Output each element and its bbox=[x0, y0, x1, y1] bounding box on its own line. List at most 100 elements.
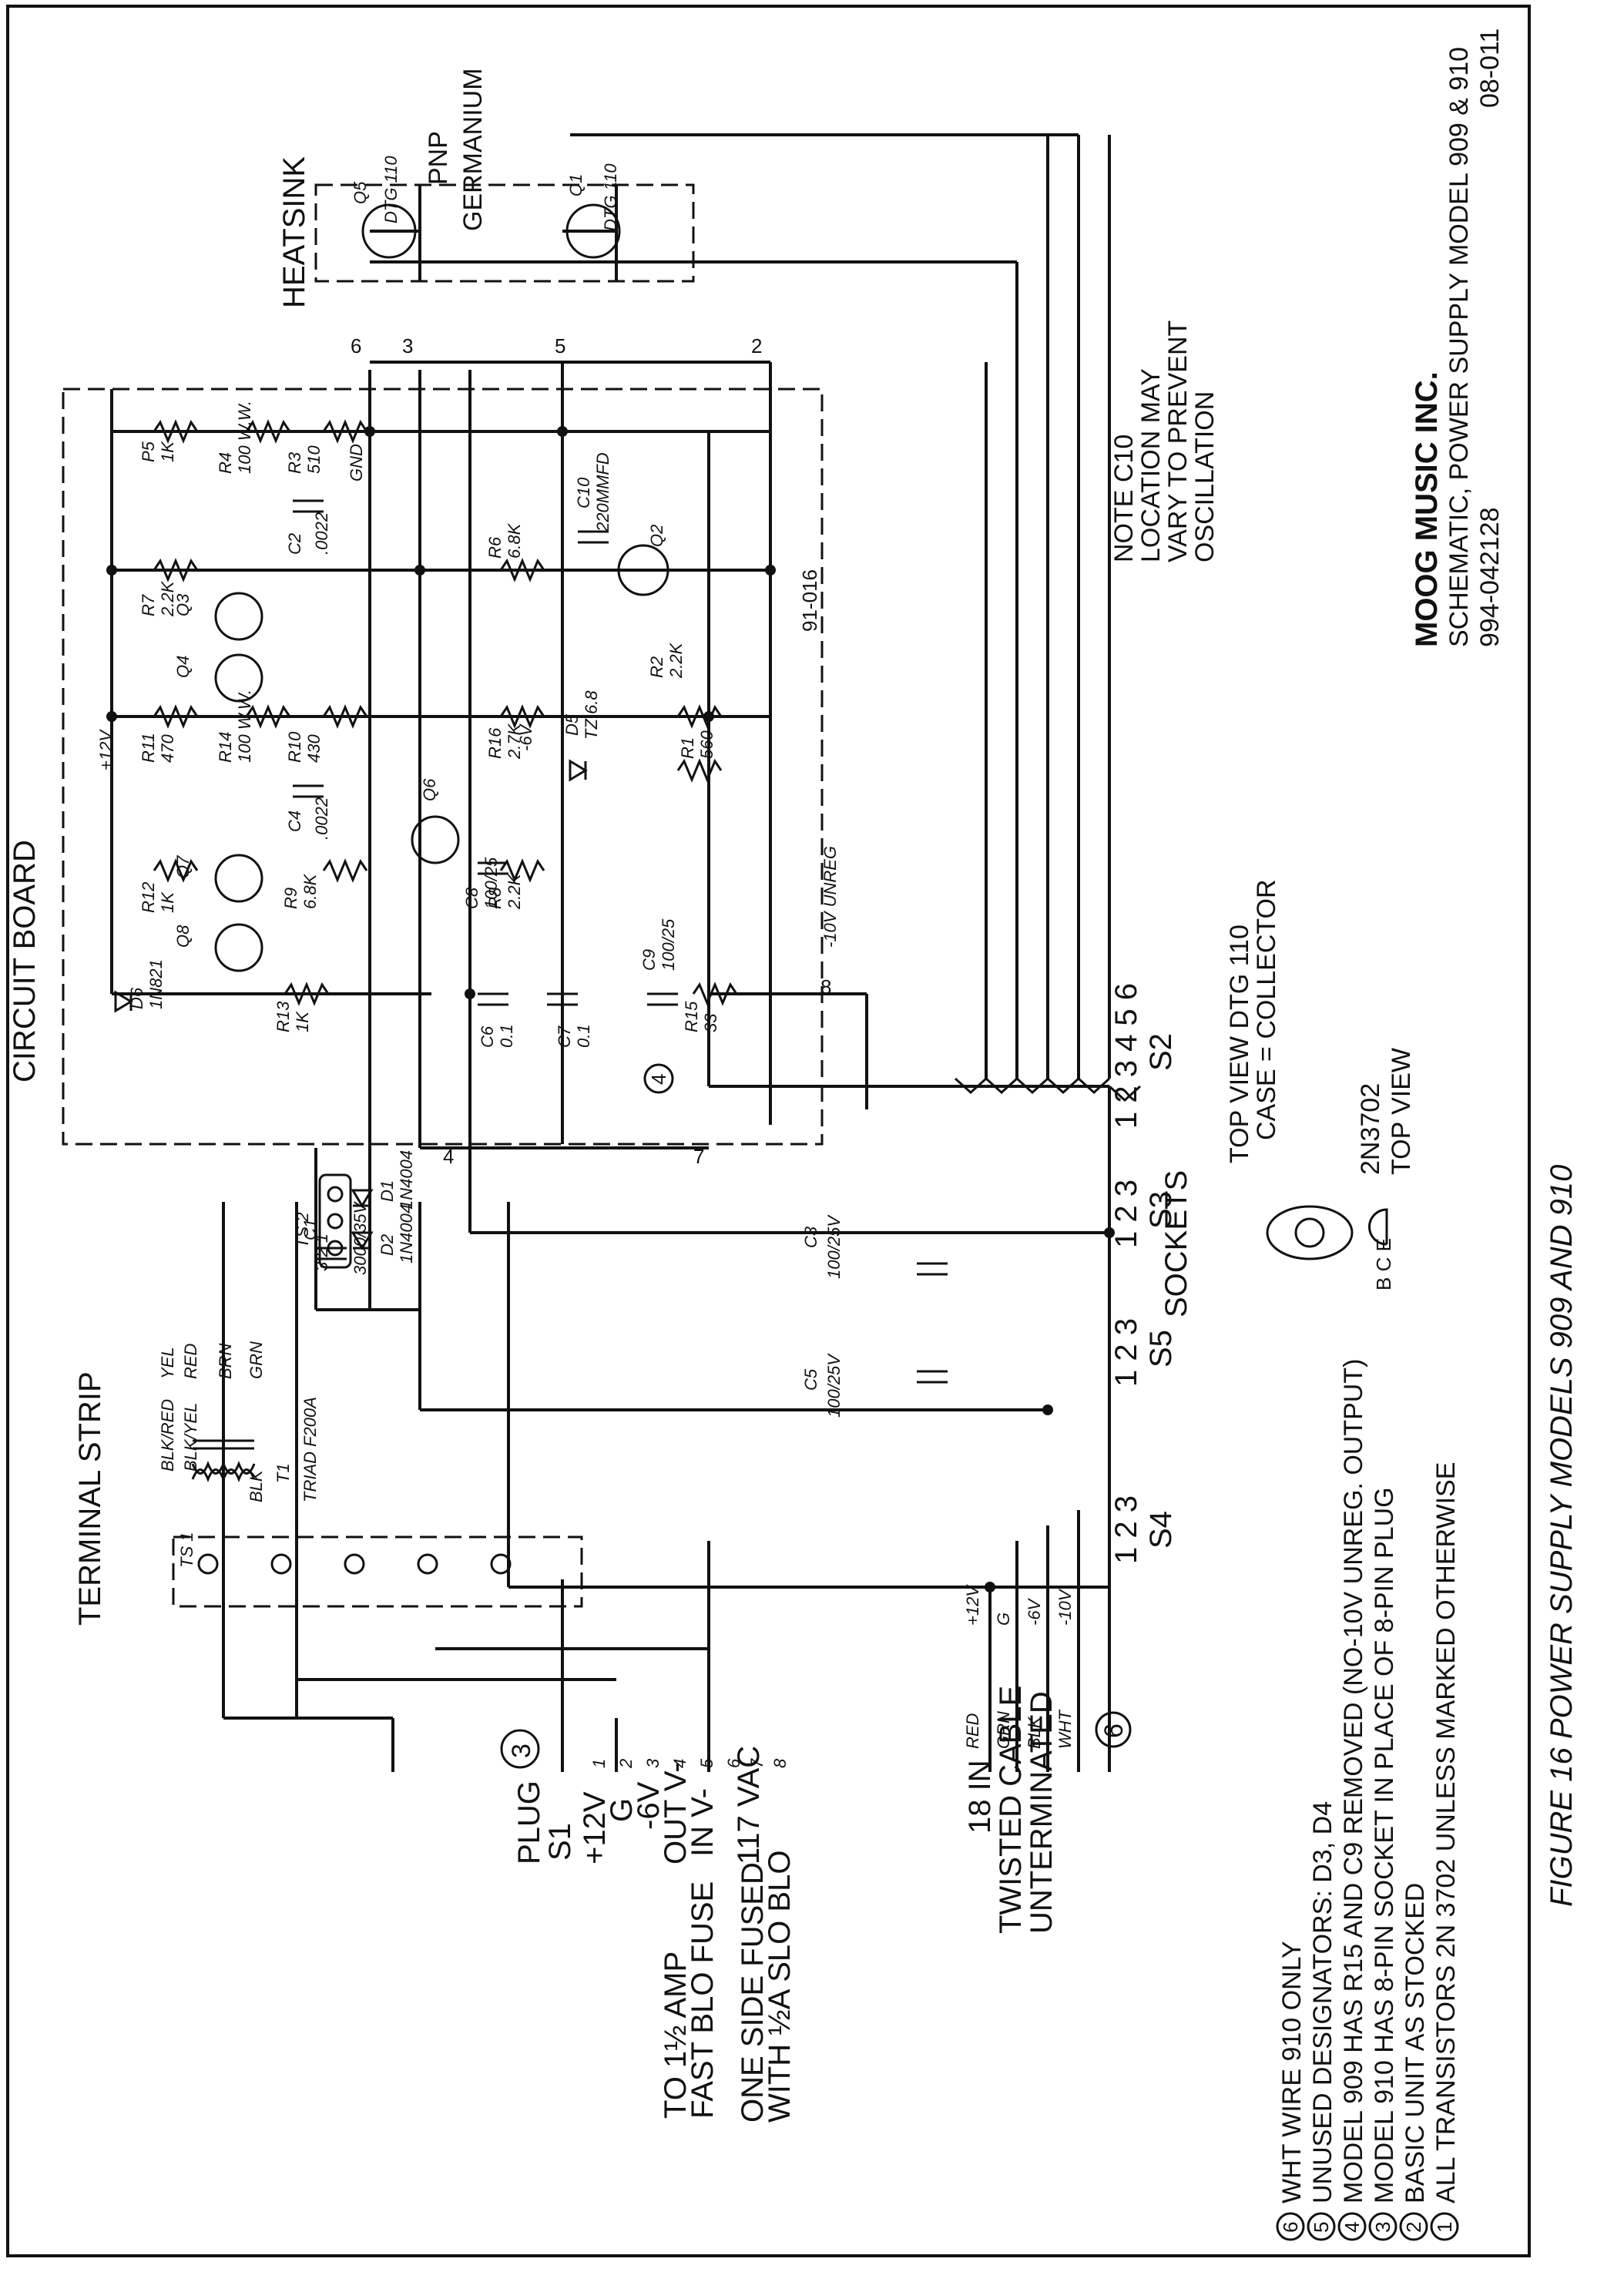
terminal-strip-outline bbox=[172, 1535, 583, 1608]
r6-ref: R6 bbox=[485, 536, 505, 559]
footnote-text: ALL TRANSISTORS 2N 3702 UNLESS MARKED OT… bbox=[1431, 1462, 1461, 2203]
t1-ref: T1 bbox=[273, 1463, 293, 1483]
cable-color: WHT bbox=[1055, 1709, 1075, 1749]
wiring bbox=[110, 133, 1111, 1772]
heatsink-label: HEATSINK bbox=[277, 156, 311, 308]
wire-color-labels: BLK/RED BLK/YEL BLK YEL RED BRN GRN RED … bbox=[158, 1341, 1075, 1749]
footnote-num: 2 bbox=[1402, 2222, 1425, 2233]
plug-pin: 7 bbox=[747, 1758, 767, 1768]
r7-value: 2.2K bbox=[158, 580, 177, 617]
board-pin: 5 bbox=[555, 334, 565, 357]
socket-s2-pins: 1 2 3 4 5 6 bbox=[1109, 983, 1143, 1129]
plug-rail-label: -6V bbox=[632, 1781, 666, 1830]
slo-blo-line-2: WITH ½A SLO BLO bbox=[763, 1851, 797, 2123]
c6-value: 0.1 bbox=[497, 1024, 516, 1048]
d5-ref: D5 bbox=[562, 713, 582, 736]
d2-value: 1N4004 bbox=[397, 1204, 416, 1264]
d6-ref: D6 bbox=[127, 987, 146, 1009]
q1-ref: Q1 bbox=[566, 174, 586, 196]
transistor-symbol bbox=[361, 203, 417, 259]
note-bce: B C E bbox=[1372, 1238, 1395, 1290]
transistor-symbol bbox=[214, 854, 263, 903]
twisted-cable: 18 IN TWISTED CABLE UNTERMINATED 6 bbox=[963, 1686, 1132, 1934]
c3-ref: C3 bbox=[801, 1226, 820, 1248]
d2-ref: D2 bbox=[377, 1234, 397, 1256]
note-dtg: CASE = COLLECTOR bbox=[1252, 879, 1281, 1140]
plug-pin: 2 bbox=[616, 1759, 636, 1769]
r2-value: 2.2K bbox=[666, 642, 686, 679]
r12-ref: R12 bbox=[139, 882, 158, 913]
r10-ref: R10 bbox=[285, 731, 304, 763]
plug-pin: 4 bbox=[670, 1759, 690, 1768]
circuit-board-outline bbox=[62, 388, 824, 1146]
footnote-text: BASIC UNIT AS STOCKED bbox=[1401, 1883, 1430, 2203]
c2-value: .0022 bbox=[312, 512, 331, 555]
ts1-label: TS 1 bbox=[177, 1532, 196, 1568]
board-pin: 6 bbox=[351, 334, 361, 357]
plug-rail-label: +12V bbox=[578, 1791, 612, 1864]
q6-ref: Q6 bbox=[420, 778, 439, 801]
board-pin: 8 bbox=[820, 975, 831, 998]
drawing-number: 08-011 bbox=[1475, 29, 1505, 108]
footnote-text: UNUSED DESIGNATORS: D3, D4 bbox=[1308, 1801, 1337, 2203]
board-number-label: 91-016 bbox=[798, 569, 821, 632]
part-number: 994-042128 bbox=[1475, 507, 1505, 647]
q5-ref: Q5 bbox=[351, 181, 370, 204]
q1-type: DTG 110 bbox=[601, 163, 620, 231]
rail-plus12: +12V bbox=[96, 729, 116, 770]
transistor-symbol bbox=[565, 203, 621, 259]
r1-value: 560 bbox=[697, 730, 716, 759]
transistor-symbol bbox=[617, 544, 669, 596]
germanium-label: GERMANIUM bbox=[458, 68, 488, 231]
transistor-symbol bbox=[411, 815, 460, 864]
ts2-pins-label: 3 2 1 bbox=[312, 1233, 331, 1271]
c8-ref: C8 bbox=[462, 887, 481, 909]
socket-s3: S3 bbox=[1144, 1191, 1178, 1229]
r6-value: 6.8K bbox=[505, 522, 524, 559]
r10-value: 430 bbox=[304, 734, 324, 763]
cable-signal: G bbox=[994, 1613, 1013, 1626]
r15-ref: R15 bbox=[682, 1001, 701, 1032]
footnote-num: 4 bbox=[1340, 2222, 1364, 2233]
plug-pin: 5 bbox=[697, 1758, 716, 1768]
plug-name: S1 bbox=[543, 1823, 577, 1861]
c4-value: .0022 bbox=[312, 797, 331, 840]
board-pin: 2 bbox=[751, 334, 762, 357]
plug-pin: 3 bbox=[643, 1758, 663, 1768]
r12-value: 1K bbox=[158, 891, 177, 913]
t1-lead-color: RED bbox=[181, 1343, 200, 1379]
note-dtg: TOP VIEW DTG 110 bbox=[1225, 925, 1254, 1163]
r7-ref: R7 bbox=[139, 594, 158, 616]
c10-ref: C10 bbox=[574, 477, 593, 508]
note-2n3702: TOP VIEW bbox=[1387, 1048, 1416, 1175]
d5-value: TZ 6.8 bbox=[582, 690, 601, 740]
heatsink-outline bbox=[314, 183, 695, 283]
d1-value: 1N4004 bbox=[397, 1150, 416, 1210]
r3-ref: R3 bbox=[285, 451, 304, 474]
r16-ref: R16 bbox=[485, 727, 505, 759]
t1-lead-color: BLK/RED bbox=[158, 1399, 177, 1472]
footnote-text: MODEL 909 HAS R15 AND C9 REMOVED (NO-10V… bbox=[1339, 1359, 1368, 2203]
q4-ref: Q4 bbox=[173, 656, 193, 678]
plug-vac: 117 VAC bbox=[732, 1746, 766, 1864]
c2-ref: C2 bbox=[285, 533, 304, 555]
c5-value: 100/25V bbox=[824, 1353, 844, 1418]
socket-s4-pins: 1 2 3 bbox=[1109, 1495, 1143, 1564]
plug-pin: 8 bbox=[770, 1758, 790, 1768]
r8-ref: R8 bbox=[485, 887, 505, 909]
q8-ref: Q8 bbox=[173, 925, 193, 948]
cable-signal: -6V bbox=[1025, 1597, 1044, 1626]
board-pin: 4 bbox=[443, 1145, 454, 1168]
r1-ref: R1 bbox=[678, 737, 697, 759]
plug-rail-label: G bbox=[605, 1798, 639, 1822]
plug-title: PLUG bbox=[512, 1780, 546, 1864]
plug-pin: 6 bbox=[724, 1758, 743, 1768]
q5-type: DTG 110 bbox=[381, 156, 401, 223]
cable-color: GRN bbox=[994, 1711, 1013, 1749]
slo-blo-line-1: ONE SIDE FUSED bbox=[736, 1862, 770, 2123]
q3-ref: Q3 bbox=[173, 593, 193, 616]
notes: NOTE C10 LOCATION MAY VARY TO PREVENT OS… bbox=[643, 320, 1416, 1290]
socket-s5: S5 bbox=[1144, 1330, 1178, 1368]
r14-ref: R14 bbox=[216, 732, 235, 763]
